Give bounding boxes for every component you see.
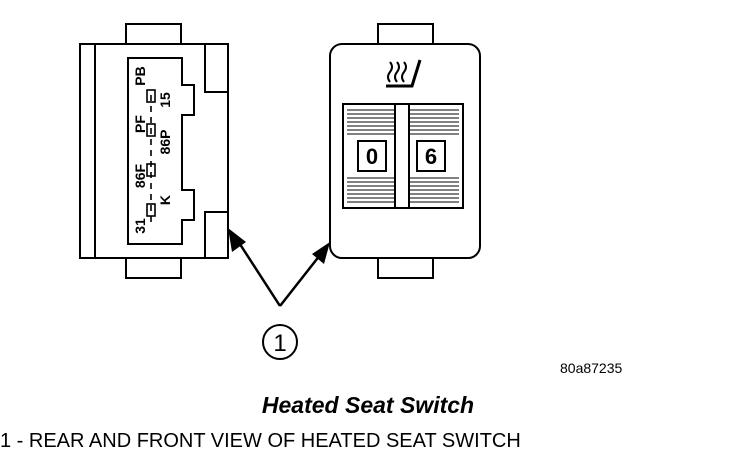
callout-circle [262, 324, 298, 360]
right-digit: 6 [425, 144, 437, 169]
arrowheads [228, 228, 330, 264]
callout-number: 1 [273, 330, 286, 357]
rocker-divider [394, 103, 410, 209]
digit-boxes [357, 140, 446, 172]
callout-arrows [234, 237, 325, 307]
rear-view-connector [79, 23, 229, 279]
pin-label-15: 15 [157, 92, 173, 108]
pin-markers [146, 89, 156, 225]
pin-label-pf: PF [132, 115, 148, 133]
pin-label-31: 31 [132, 218, 148, 234]
pin-label-k: K [157, 195, 173, 205]
diagram-title: Heated Seat Switch [261, 392, 475, 418]
pin-label-86f: 86F [132, 163, 148, 188]
pin-label-86p: 86P [157, 130, 173, 155]
legend-text: 1 - REAR AND FRONT VIEW OF HEATED SEAT S… [0, 430, 521, 452]
reference-code: 80a87235 [560, 360, 623, 376]
heated-seat-icon [386, 59, 422, 88]
pin-label-pb: PB [132, 66, 148, 85]
left-digit: 0 [366, 144, 378, 169]
